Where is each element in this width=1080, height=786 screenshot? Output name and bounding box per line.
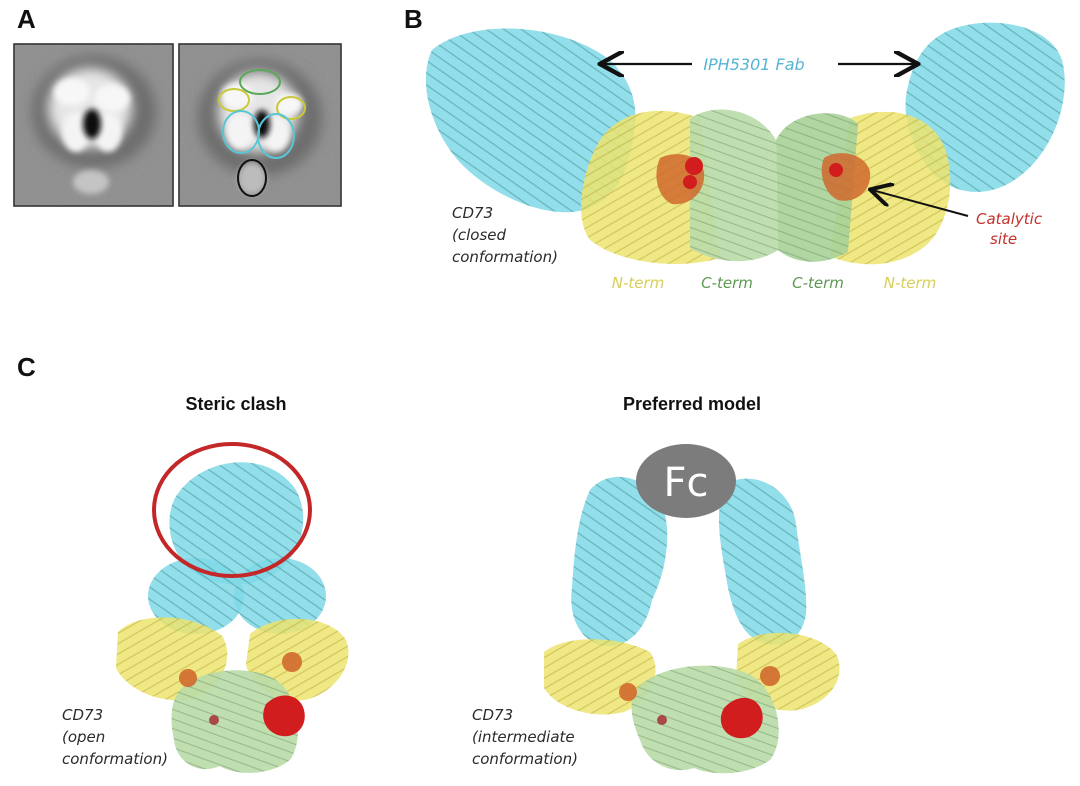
- cd73-open-line2: (open: [62, 728, 105, 746]
- fc-outline: [237, 159, 267, 197]
- fc-domain: [636, 444, 736, 518]
- cd73-closed-line2: (closed: [452, 226, 506, 244]
- steric-clash-title: Steric clash: [185, 394, 286, 414]
- cd73-closed-line3: conformation): [452, 248, 558, 266]
- cd73-intermediate-line3: conformation): [472, 750, 578, 768]
- cd73-closed-line1: CD73: [452, 204, 493, 222]
- preferred-model: [544, 476, 840, 774]
- panel-c-letter: C: [17, 352, 36, 382]
- cd73-intermediate-line2: (intermediate: [472, 728, 575, 746]
- catalytic-label-line1: Catalytic: [976, 210, 1043, 228]
- catalytic-label-line2: site: [990, 230, 1017, 248]
- n-domain-outline-left: [218, 88, 250, 112]
- steric-clash-model: [116, 462, 349, 773]
- n-term-label-right: N-term: [884, 274, 937, 292]
- n-term-label-left: N-term: [612, 274, 665, 292]
- cd73-open-line1: CD73: [62, 706, 103, 724]
- fab-outline-right: [257, 113, 295, 159]
- steric-clash-circle: [152, 442, 312, 578]
- cd73-intermediate-line1: CD73: [472, 706, 513, 724]
- catalytic-residues-left: [685, 157, 703, 175]
- fab-label: IPH5301 Fab: [703, 55, 804, 74]
- panel-a-letter: A: [17, 4, 36, 34]
- cd73-open-line3: conformation): [62, 750, 168, 768]
- c-domain-outline: [239, 69, 281, 95]
- catalytic-arrow: [872, 190, 969, 217]
- n-domain-outline-right: [276, 96, 306, 120]
- c-term-label-left: C-term: [701, 274, 753, 292]
- em-class-average-left: [13, 43, 174, 207]
- cd73-closed-structure: [581, 109, 951, 265]
- fc-label: Fc: [664, 460, 709, 506]
- fab-left-structure: [425, 28, 636, 213]
- panel-b-letter: B: [404, 4, 423, 34]
- em-class-average-annotated: [178, 43, 342, 207]
- preferred-model-title: Preferred model: [623, 394, 761, 414]
- c-term-label-right: C-term: [792, 274, 844, 292]
